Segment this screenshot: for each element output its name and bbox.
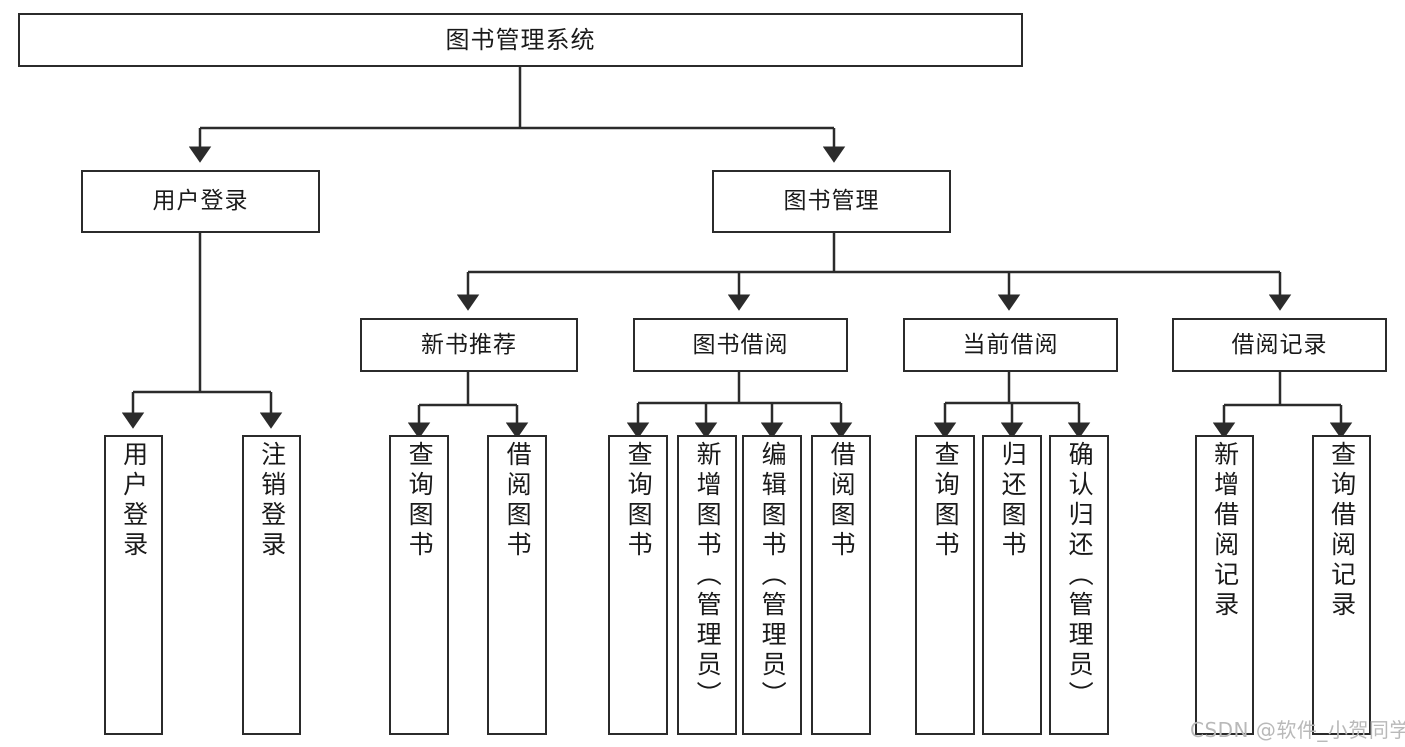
node-label: 新书推荐 bbox=[421, 331, 517, 358]
leaf-add-borrow-record[interactable]: 新增借阅记录 bbox=[1195, 435, 1254, 735]
node-label: 注销登录 bbox=[257, 441, 287, 561]
leaf-add-book[interactable]: 新增图书（管理员） bbox=[677, 435, 737, 735]
node-current-borrow[interactable]: 当前借阅 bbox=[903, 318, 1118, 372]
node-book-manage[interactable]: 图书管理 bbox=[712, 170, 951, 233]
node-label: 用户登录 bbox=[119, 441, 149, 561]
node-label: 新增借阅记录 bbox=[1210, 441, 1240, 621]
leaf-borrow-book-recommend[interactable]: 借阅图书 bbox=[487, 435, 547, 735]
node-book-borrow[interactable]: 图书借阅 bbox=[633, 318, 848, 372]
node-label: 借阅图书 bbox=[503, 441, 533, 561]
node-label: 借阅图书 bbox=[827, 441, 857, 561]
node-label: 当前借阅 bbox=[962, 331, 1059, 358]
node-root-system[interactable]: 图书管理系统 bbox=[18, 13, 1023, 67]
leaf-query-book-borrow[interactable]: 查询图书 bbox=[608, 435, 668, 735]
node-label: 查询图书 bbox=[931, 441, 961, 561]
leaf-user-logout[interactable]: 注销登录 bbox=[242, 435, 301, 735]
node-label: 图书管理系统 bbox=[445, 26, 596, 54]
node-borrow-record[interactable]: 借阅记录 bbox=[1172, 318, 1387, 372]
leaf-confirm-return[interactable]: 确认归还（管理员） bbox=[1049, 435, 1109, 735]
node-label: 确认归还（管理员） bbox=[1065, 441, 1095, 711]
node-label: 图书借阅 bbox=[692, 331, 789, 358]
leaf-borrow-book[interactable]: 借阅图书 bbox=[811, 435, 871, 735]
node-user-login[interactable]: 用户登录 bbox=[81, 170, 320, 233]
leaf-query-borrow-record[interactable]: 查询借阅记录 bbox=[1312, 435, 1371, 735]
node-label: 图书管理 bbox=[783, 188, 880, 215]
node-label: 查询借阅记录 bbox=[1327, 441, 1357, 621]
node-label: 查询图书 bbox=[405, 441, 435, 561]
node-label: 归还图书 bbox=[998, 441, 1028, 561]
node-label: 借阅记录 bbox=[1231, 331, 1328, 358]
leaf-query-book-recommend[interactable]: 查询图书 bbox=[389, 435, 449, 735]
node-label: 编辑图书（管理员） bbox=[758, 441, 788, 711]
csdn-watermark: CSDN @软件_小贺同学 bbox=[1190, 718, 1405, 742]
leaf-user-login[interactable]: 用户登录 bbox=[104, 435, 163, 735]
leaf-query-book-current[interactable]: 查询图书 bbox=[915, 435, 975, 735]
node-new-book-recommend[interactable]: 新书推荐 bbox=[360, 318, 578, 372]
node-label: 用户登录 bbox=[152, 188, 249, 215]
node-label: 查询图书 bbox=[624, 441, 654, 561]
leaf-return-book[interactable]: 归还图书 bbox=[982, 435, 1042, 735]
leaf-edit-book[interactable]: 编辑图书（管理员） bbox=[742, 435, 802, 735]
node-label: 新增图书（管理员） bbox=[693, 441, 723, 711]
